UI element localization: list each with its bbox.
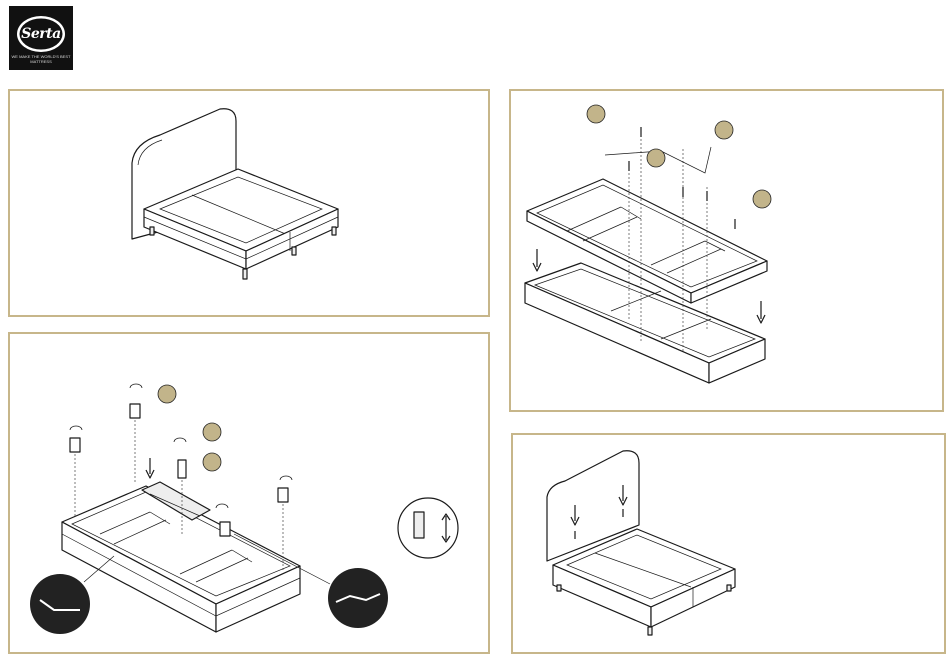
panel-headboard	[511, 433, 946, 654]
callout-marker-2-icon	[715, 121, 733, 139]
position-detail-left-icon	[30, 574, 90, 634]
callout-marker-5-icon	[158, 385, 176, 403]
legs-motor-illustration	[10, 334, 492, 656]
callout-marker-6-icon	[203, 423, 221, 441]
leg-height-adjust-icon	[398, 498, 458, 558]
serta-logo: Serta WE MAKE THE WORLD'S BEST MATTRESS	[9, 6, 73, 70]
callout-marker-1-icon	[587, 105, 605, 123]
leg-1-icon	[70, 438, 80, 452]
logo-tagline: WE MAKE THE WORLD'S BEST MATTRESS	[11, 54, 71, 64]
panel-attach-frames	[509, 89, 944, 412]
logo-wordmark: Serta	[9, 26, 73, 42]
callout-marker-7-icon	[203, 453, 221, 471]
headboard-illustration	[513, 435, 948, 656]
callout-marker-4-icon	[753, 190, 771, 208]
assembled-bed-illustration	[10, 91, 492, 319]
leg-4-icon	[178, 460, 186, 478]
leg-3-icon	[278, 488, 288, 502]
leg-5-icon	[220, 522, 230, 536]
frame-assembly-illustration	[511, 91, 946, 414]
callout-marker-3-icon	[647, 149, 665, 167]
panel-legs-motor	[8, 332, 490, 654]
leg-2-icon	[130, 404, 140, 418]
panel-assembled-bed	[8, 89, 490, 317]
